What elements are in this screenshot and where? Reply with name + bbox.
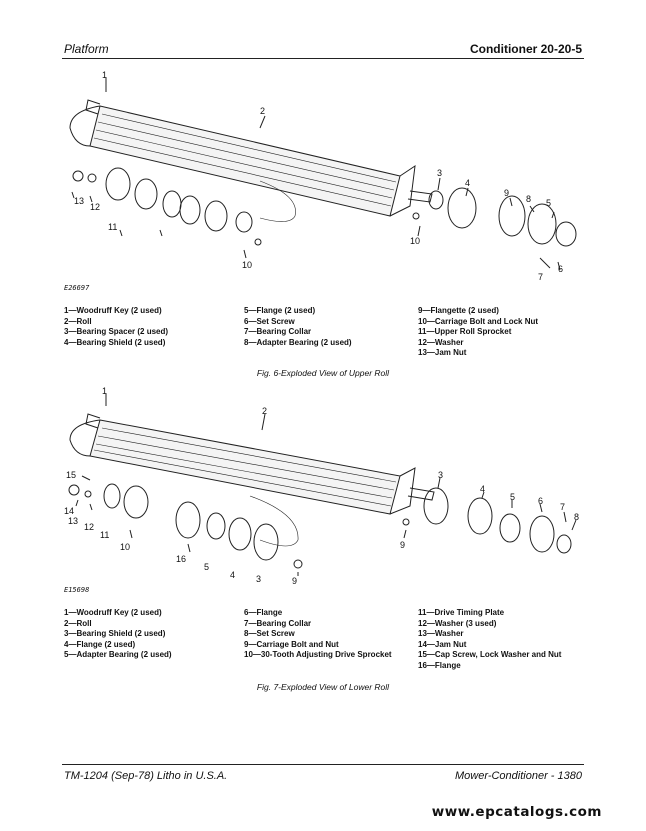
figure-code-2: E15698 (64, 586, 90, 594)
svg-text:5: 5 (546, 198, 551, 208)
legend-item: 4—Bearing Shield (2 used) (64, 337, 166, 347)
header-rule (62, 58, 584, 59)
footer-publication: TM-1204 (Sep-78) Litho in U.S.A. (64, 770, 228, 782)
legend-col-3: 11—Drive Timing Plate 12—Washer (3 used)… (418, 608, 561, 671)
figure-caption-1: Fig. 6-Exploded View of Upper Roll (256, 368, 390, 378)
legend-item: 12—Washer (3 used) (418, 618, 497, 628)
svg-text:3: 3 (438, 470, 443, 480)
svg-text:1: 1 (102, 70, 107, 80)
svg-text:8: 8 (574, 512, 579, 522)
svg-text:9: 9 (292, 576, 297, 584)
legend-item: 6—Set Screw (244, 316, 295, 326)
legend-lower-roll: 1—Woodruff Key (2 used) 2—Roll 3—Bearing… (64, 608, 584, 671)
legend-item: 2—Roll (64, 618, 92, 628)
footer-model: Mower-Conditioner - 1380 (455, 770, 582, 782)
svg-text:8: 8 (526, 194, 531, 204)
svg-text:14: 14 (64, 506, 74, 516)
svg-text:3: 3 (256, 574, 261, 584)
legend-item: 9—Carriage Bolt and Nut (244, 639, 339, 649)
legend-item: 15—Cap Screw, Lock Washer and Nut (418, 650, 562, 659)
legend-col-2: 6—Flange 7—Bearing Collar 8—Set Screw 9—… (244, 608, 392, 661)
svg-text:6: 6 (558, 264, 563, 274)
svg-text:5: 5 (204, 562, 209, 572)
svg-text:12: 12 (90, 202, 100, 212)
legend-item: 1—Woodruff Key (2 used) (64, 608, 162, 617)
svg-text:10: 10 (242, 260, 252, 270)
figure-code-1: E26697 (64, 284, 90, 292)
svg-text:5: 5 (510, 492, 515, 502)
page-header-title: Conditioner 20-20-5 (469, 42, 582, 56)
legend-col-1: 1—Woodruff Key (2 used) 2—Roll 3—Bearing… (64, 608, 172, 661)
svg-text:2: 2 (262, 406, 267, 416)
legend-item: 11—Drive Timing Plate (418, 608, 505, 617)
legend-item: 5—Adapter Bearing (2 used) (64, 650, 172, 659)
svg-text:13: 13 (68, 516, 78, 526)
page-header-section: Platform (64, 42, 109, 56)
svg-text:7: 7 (538, 272, 543, 282)
legend-col-3: 9—Flangette (2 used) 10—Carriage Bolt an… (418, 306, 538, 359)
svg-text:4: 4 (230, 570, 235, 580)
svg-text:7: 7 (560, 502, 565, 512)
svg-text:16: 16 (176, 554, 186, 564)
svg-text:10: 10 (120, 542, 130, 552)
legend-item: 13—Jam Nut (418, 348, 467, 357)
legend-item: 9—Flangette (2 used) (418, 306, 499, 315)
legend-col-2: 5—Flange (2 used) 6—Set Screw 7—Bearing … (244, 306, 352, 348)
legend-item: 16—Flange (418, 660, 461, 670)
legend-item: 8—Adapter Bearing (2 used) (244, 337, 352, 347)
svg-text:2: 2 (260, 106, 265, 116)
svg-text:10: 10 (410, 236, 420, 246)
svg-text:11: 11 (100, 530, 109, 540)
svg-text:9: 9 (504, 188, 509, 198)
legend-upper-roll: 1—Woodruff Key (2 used) 2—Roll 3—Bearing… (64, 306, 584, 357)
legend-item: 10—30-Tooth Adjusting Drive Sprocket (244, 650, 392, 659)
legend-item: 4—Flange (2 used) (64, 639, 136, 649)
legend-item: 11—Upper Roll Sprocket (418, 327, 512, 336)
svg-text:11: 11 (108, 222, 117, 232)
legend-item: 10—Carriage Bolt and Lock Nut (418, 316, 539, 326)
legend-item: 3—Bearing Spacer (2 used) (64, 327, 169, 336)
legend-item: 6—Flange (244, 608, 283, 617)
legend-item: 7—Bearing Collar (244, 618, 312, 628)
legend-item: 1—Woodruff Key (2 used) (64, 306, 162, 315)
legend-item: 8—Set Screw (244, 629, 295, 638)
svg-text:12: 12 (84, 522, 94, 532)
svg-text:1: 1 (102, 386, 107, 396)
legend-item: 13—Washer (418, 629, 464, 638)
legend-item: 7—Bearing Collar (244, 327, 312, 336)
svg-text:9: 9 (400, 540, 405, 550)
svg-text:13: 13 (74, 196, 84, 206)
legend-col-1: 1—Woodruff Key (2 used) 2—Roll 3—Bearing… (64, 306, 168, 348)
legend-item: 3—Bearing Shield (2 used) (64, 629, 166, 638)
legend-item: 12—Washer (418, 337, 464, 347)
svg-text:3: 3 (437, 168, 442, 178)
footer-rule (62, 764, 584, 765)
svg-text:6: 6 (538, 496, 543, 506)
legend-item: 2—Roll (64, 316, 92, 326)
watermark-url: www.epcatalogs.com (431, 804, 602, 820)
svg-text:4: 4 (480, 484, 485, 494)
svg-text:15: 15 (66, 470, 76, 480)
svg-text:4: 4 (465, 178, 470, 188)
legend-item: 14—Jam Nut (418, 639, 467, 649)
figure-caption-2: Fig. 7-Exploded View of Lower Roll (256, 682, 390, 692)
legend-item: 5—Flange (2 used) (244, 306, 316, 315)
